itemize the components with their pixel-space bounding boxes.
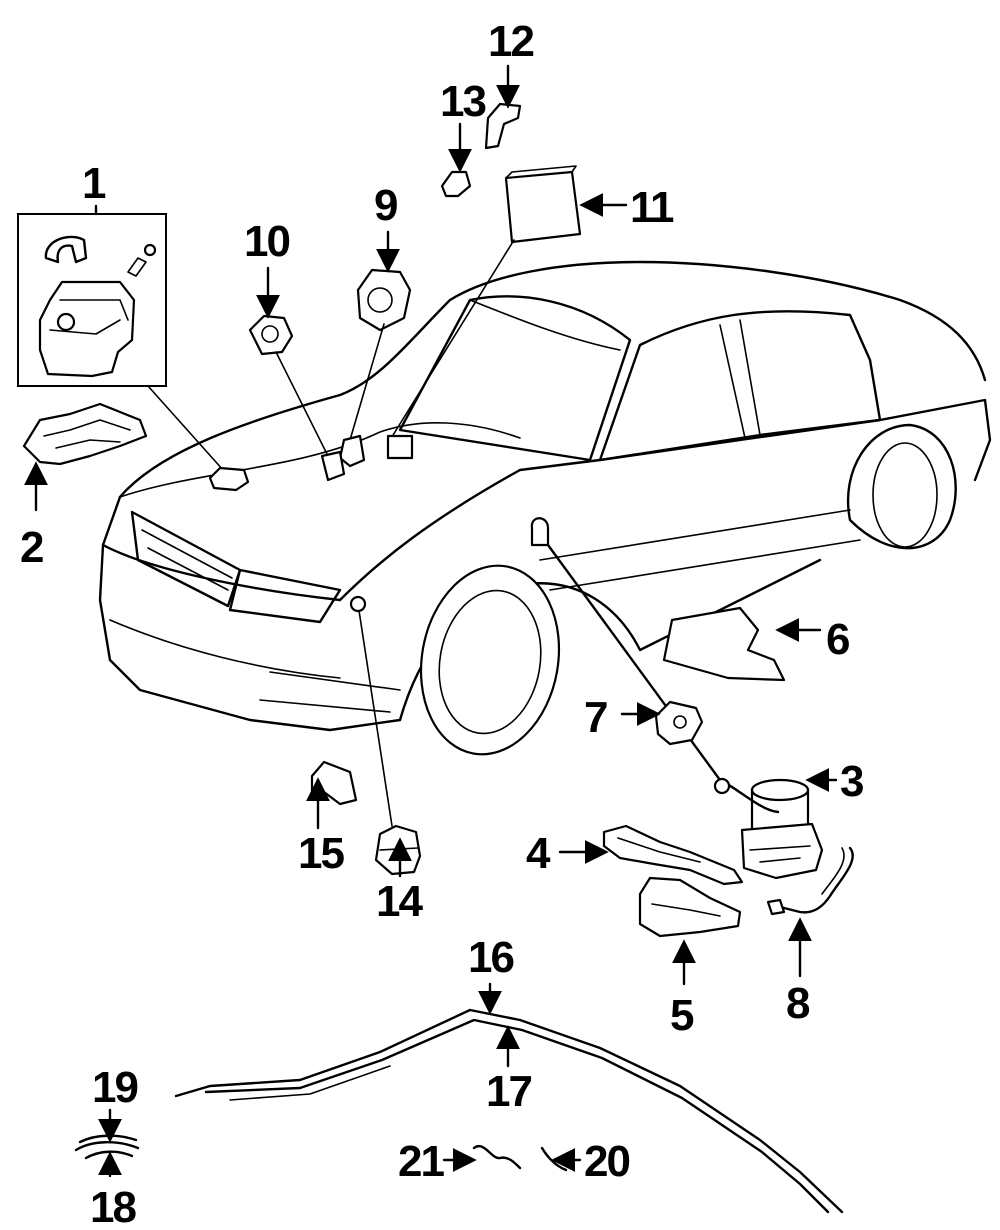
car-body-illustration [98,260,992,756]
callout-labels: 1 2 3 4 5 6 7 8 9 10 11 12 13 14 15 16 1… [20,17,865,1230]
part-7-sensor [654,700,704,746]
part-2-bracket [22,402,148,512]
callout-15: 15 [298,829,344,878]
callout-18: 18 [90,1183,136,1230]
callout-11: 11 [630,183,674,232]
callout-9: 9 [374,181,397,230]
part-1-assembly [17,204,250,492]
part-20-21-hoses [472,1145,568,1172]
callout-12: 12 [488,17,533,66]
callout-1: 1 [82,159,106,208]
part-16-17-lines [174,1008,844,1214]
part-8-harness [766,846,854,916]
callout-17: 17 [486,1067,531,1116]
part-14-relay [349,595,422,876]
callout-20: 20 [584,1137,629,1186]
callout-2: 2 [20,523,43,572]
callout-21: 21 [398,1137,444,1186]
part-12-bracket [484,102,522,150]
callout-16: 16 [468,933,513,982]
part-11-ecu [386,165,582,460]
callout-14: 14 [376,877,423,926]
part-6-pad [662,606,786,682]
callout-13: 13 [440,77,485,126]
callout-3: 3 [840,757,863,806]
callout-6: 6 [826,615,849,664]
part-13-clip [440,170,472,198]
leader-arrows [98,64,838,1178]
callout-4: 4 [526,829,551,878]
callout-8: 8 [786,979,810,1028]
part-3-pump [546,543,824,880]
callout-19: 19 [92,1063,137,1112]
part-18-19-hoses [74,1134,140,1160]
callout-10: 10 [244,217,289,266]
part-10-sensor [248,314,346,482]
callout-7: 7 [584,693,607,742]
part-4-bracket [602,824,744,886]
callout-5: 5 [670,991,694,1040]
part-5-bracket [638,876,742,938]
